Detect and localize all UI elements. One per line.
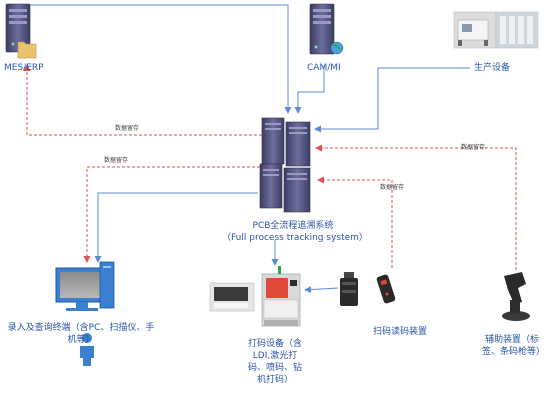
production-equipment-image [453,11,539,49]
pcb-system-english-label: （Full process tracking system） [222,233,368,243]
edge-mes-to-pcb [24,4,292,114]
edge-pcb-to-terminal [94,192,258,263]
edge-label-to-mes: 数据留存 [115,125,140,132]
mes-erp-server-icon [5,3,37,59]
edge-auxiliary-to-pcb [315,144,517,270]
edge-label-to-terminal: 数据留存 [104,157,129,164]
auxiliary-device-label: 辅助装置（标签、条码枪等） [482,335,546,357]
edge-cam-to-pcb [294,65,325,114]
edge-pcb-to-mes [23,64,262,136]
scanner-device-label: 扫码读码装置 [373,327,428,337]
server-unit-back-left [261,117,285,165]
cam-mi-server-icon [309,3,344,55]
edge-camera-to-marking [304,286,339,294]
production-equipment-label: 生产设备 [474,63,511,73]
pcb-system-server-cluster-icon [259,117,311,213]
pcb-system-label: PCB全流程追溯系统 [252,221,334,231]
marking-machine-photo [261,266,301,327]
edge-label-from-auxiliary: 数据留存 [461,144,486,151]
terminal-pc-icon [55,261,115,311]
camera-lens-icon [340,272,358,306]
person-icon [80,333,94,366]
server-unit-back-right [285,121,311,167]
terminal-label: 录入及查询终端（含PC、扫描仪、手机等） [7,323,155,345]
edge-pcb-to-terminal-dashed [83,166,260,263]
marking-equipment-label: 打码设备（含LDI,激光打码、喷码、钻机打码） [247,339,302,385]
server-unit-front-right [283,167,311,213]
solid-connectors [24,4,470,294]
server-unit-front-left [259,163,283,209]
laser-machine-photo [209,282,255,312]
barcode-gun-icon [502,272,530,321]
cam-mi-label: CAM/MI [307,63,341,73]
edge-label-from-scanner: 数据留存 [380,184,405,191]
handheld-scanner-icon [376,274,396,304]
marking-equipment-image [209,266,301,327]
edge-scanner-to-pcb [317,176,393,268]
edge-production-to-pcb [314,67,470,133]
dashed-connectors [23,64,517,270]
mes-erp-label: MES/ERP [4,63,44,73]
